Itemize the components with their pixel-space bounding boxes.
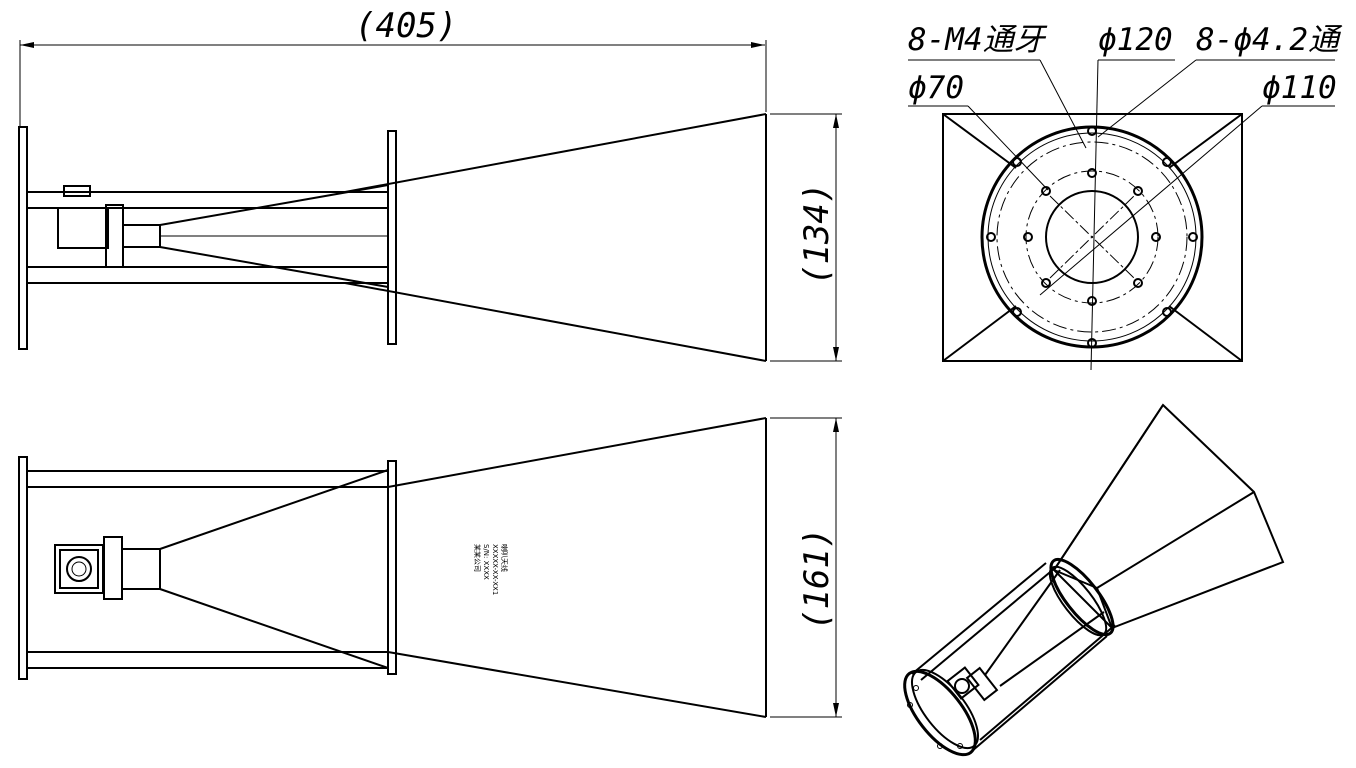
nameplate: 喇叭天线 XXXXX-XX-XX1 S/N: XXXX 某某公司 xyxy=(473,544,509,595)
rear-flange-plate xyxy=(18,126,28,350)
through-holes-callout: 8-ϕ4.2通 xyxy=(1196,22,1343,58)
front-flange-plate-top xyxy=(387,460,397,675)
support-rods-iso xyxy=(911,562,1116,752)
bolt-circle-outer xyxy=(996,141,1188,333)
side-view: (405) xyxy=(18,6,842,362)
tapped-holes xyxy=(1023,168,1161,306)
aperture-corner-lines xyxy=(942,113,1243,362)
rear-flange-plate-top xyxy=(18,456,28,680)
end-view: 8-M4通牙 ϕ120 8-ϕ4.2通 ϕ70 ϕ110 xyxy=(908,22,1343,371)
aperture-height-dimension-top: (161) xyxy=(770,417,842,718)
aperture-height-dimension-side: (134) xyxy=(770,113,842,362)
waveguide-transition-top xyxy=(54,469,389,669)
nameplate-line1: 喇叭天线 xyxy=(500,544,509,572)
flange-diameter-callout: ϕ120 xyxy=(1098,22,1173,58)
overall-length-dimension: (405) xyxy=(19,6,767,128)
leader-lines xyxy=(908,59,1335,371)
top-view: 喇叭天线 XXXXX-XX-XX1 S/N: XXXX 某某公司 (161) xyxy=(18,417,842,718)
nameplate-line4: 某某公司 xyxy=(473,544,481,572)
front-flange-plate xyxy=(387,130,397,345)
bore-diameter-callout: ϕ70 xyxy=(908,70,964,106)
through-holes xyxy=(986,126,1198,348)
horn-flare-side xyxy=(344,113,767,362)
nameplate-line3: S/N: XXXX xyxy=(482,544,490,580)
overall-length-label: (405) xyxy=(355,6,457,46)
horn-pyramid-iso xyxy=(1052,403,1285,630)
aperture-height-label-side: (134) xyxy=(797,183,837,285)
nameplate-line2: XXXXX-XX-XX1 xyxy=(491,544,499,595)
aperture-height-label-top: (161) xyxy=(797,528,837,630)
bolt-circle-callout: ϕ110 xyxy=(1262,70,1337,106)
horn-flare-top xyxy=(387,417,767,718)
rear-flange-iso xyxy=(903,668,979,757)
bore-circle xyxy=(1045,190,1139,284)
bolt-circle-inner xyxy=(1025,170,1159,304)
aperture-outline xyxy=(942,113,1243,362)
isometric-view xyxy=(903,403,1285,757)
waveguide-transition xyxy=(57,184,389,288)
support-rods xyxy=(27,191,388,284)
support-rods-top xyxy=(27,470,388,669)
tapped-holes-callout: 8-M4通牙 xyxy=(908,22,1048,58)
